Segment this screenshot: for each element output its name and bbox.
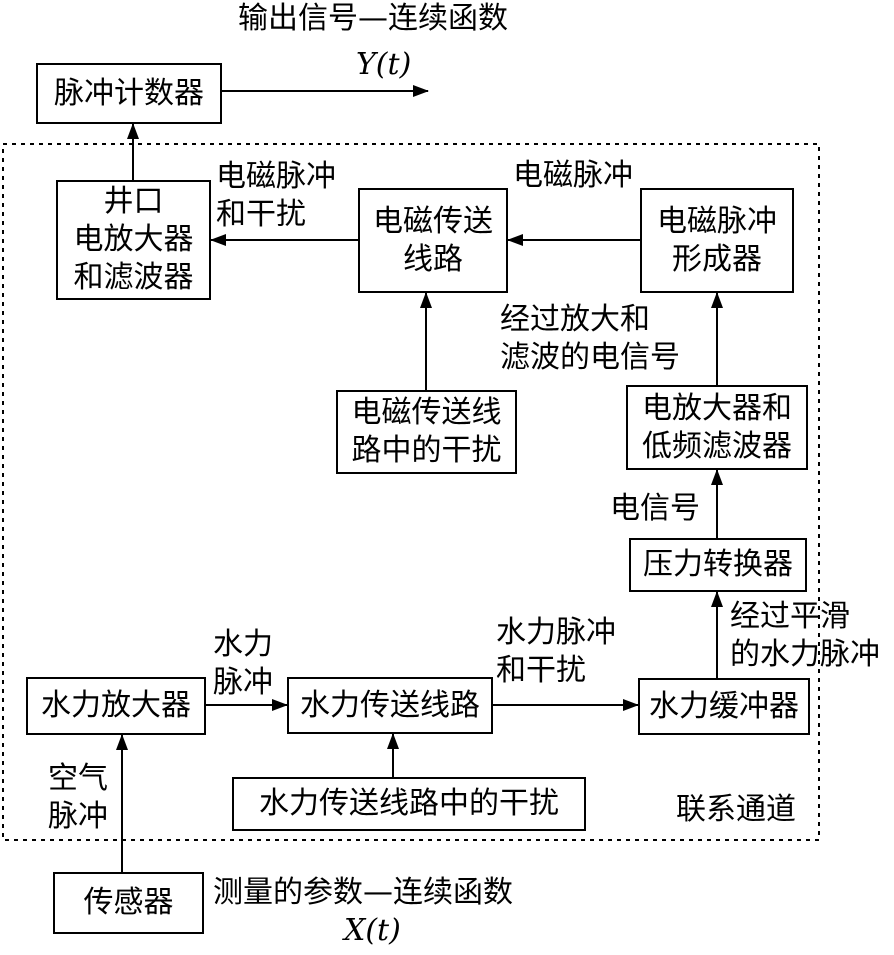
- measured-parameter-label: 测量的参数—连续函数: [213, 875, 513, 910]
- smoothed-hydraulic-label: 经过平滑 的水力脉冲: [730, 599, 880, 672]
- em-pulse-noise-label: 电磁脉冲 和干扰: [216, 159, 336, 232]
- sensor-box: 传感器: [53, 872, 204, 934]
- em-transmission-line-box: 电磁传送 线路: [358, 188, 508, 293]
- em-pulse-former-box: 电磁脉冲 形成器: [640, 188, 794, 293]
- hydraulic-pulse-label: 水力 脉冲: [213, 627, 273, 700]
- air-pulse-label: 空气 脉冲: [48, 761, 108, 834]
- amplified-filtered-label: 经过放大和 滤波的电信号: [500, 302, 680, 375]
- pulse-counter-box: 脉冲计数器: [36, 63, 222, 124]
- input-signal-label: X(t): [344, 913, 401, 948]
- channel-region-label: 联系通道: [676, 792, 796, 827]
- hydraulic-interference-box: 水力传送线路中的干扰: [232, 777, 586, 831]
- wellhead-amplifier-box: 井口 电放大器 和滤波器: [56, 180, 211, 300]
- electrical-signal-label: 电信号: [610, 491, 700, 526]
- connection-channel-border: [2, 143, 820, 841]
- hydraulic-amplifier-box: 水力放大器: [26, 677, 206, 735]
- em-interference-box: 电磁传送线 路中的干扰: [336, 390, 517, 474]
- amplifier-lowpass-box: 电放大器和 低频滤波器: [626, 385, 808, 470]
- diagram-title: 输出信号—连续函数: [238, 1, 508, 36]
- hydraulic-pulse-noise-label: 水力脉冲 和干扰: [496, 615, 616, 688]
- pressure-converter-box: 压力转换器: [629, 538, 807, 592]
- output-signal-label: Y(t): [356, 47, 412, 82]
- em-pulse-label: 电磁脉冲: [513, 158, 633, 193]
- hydraulic-line-box: 水力传送线路: [287, 677, 493, 734]
- hydraulic-buffer-box: 水力缓冲器: [638, 678, 810, 735]
